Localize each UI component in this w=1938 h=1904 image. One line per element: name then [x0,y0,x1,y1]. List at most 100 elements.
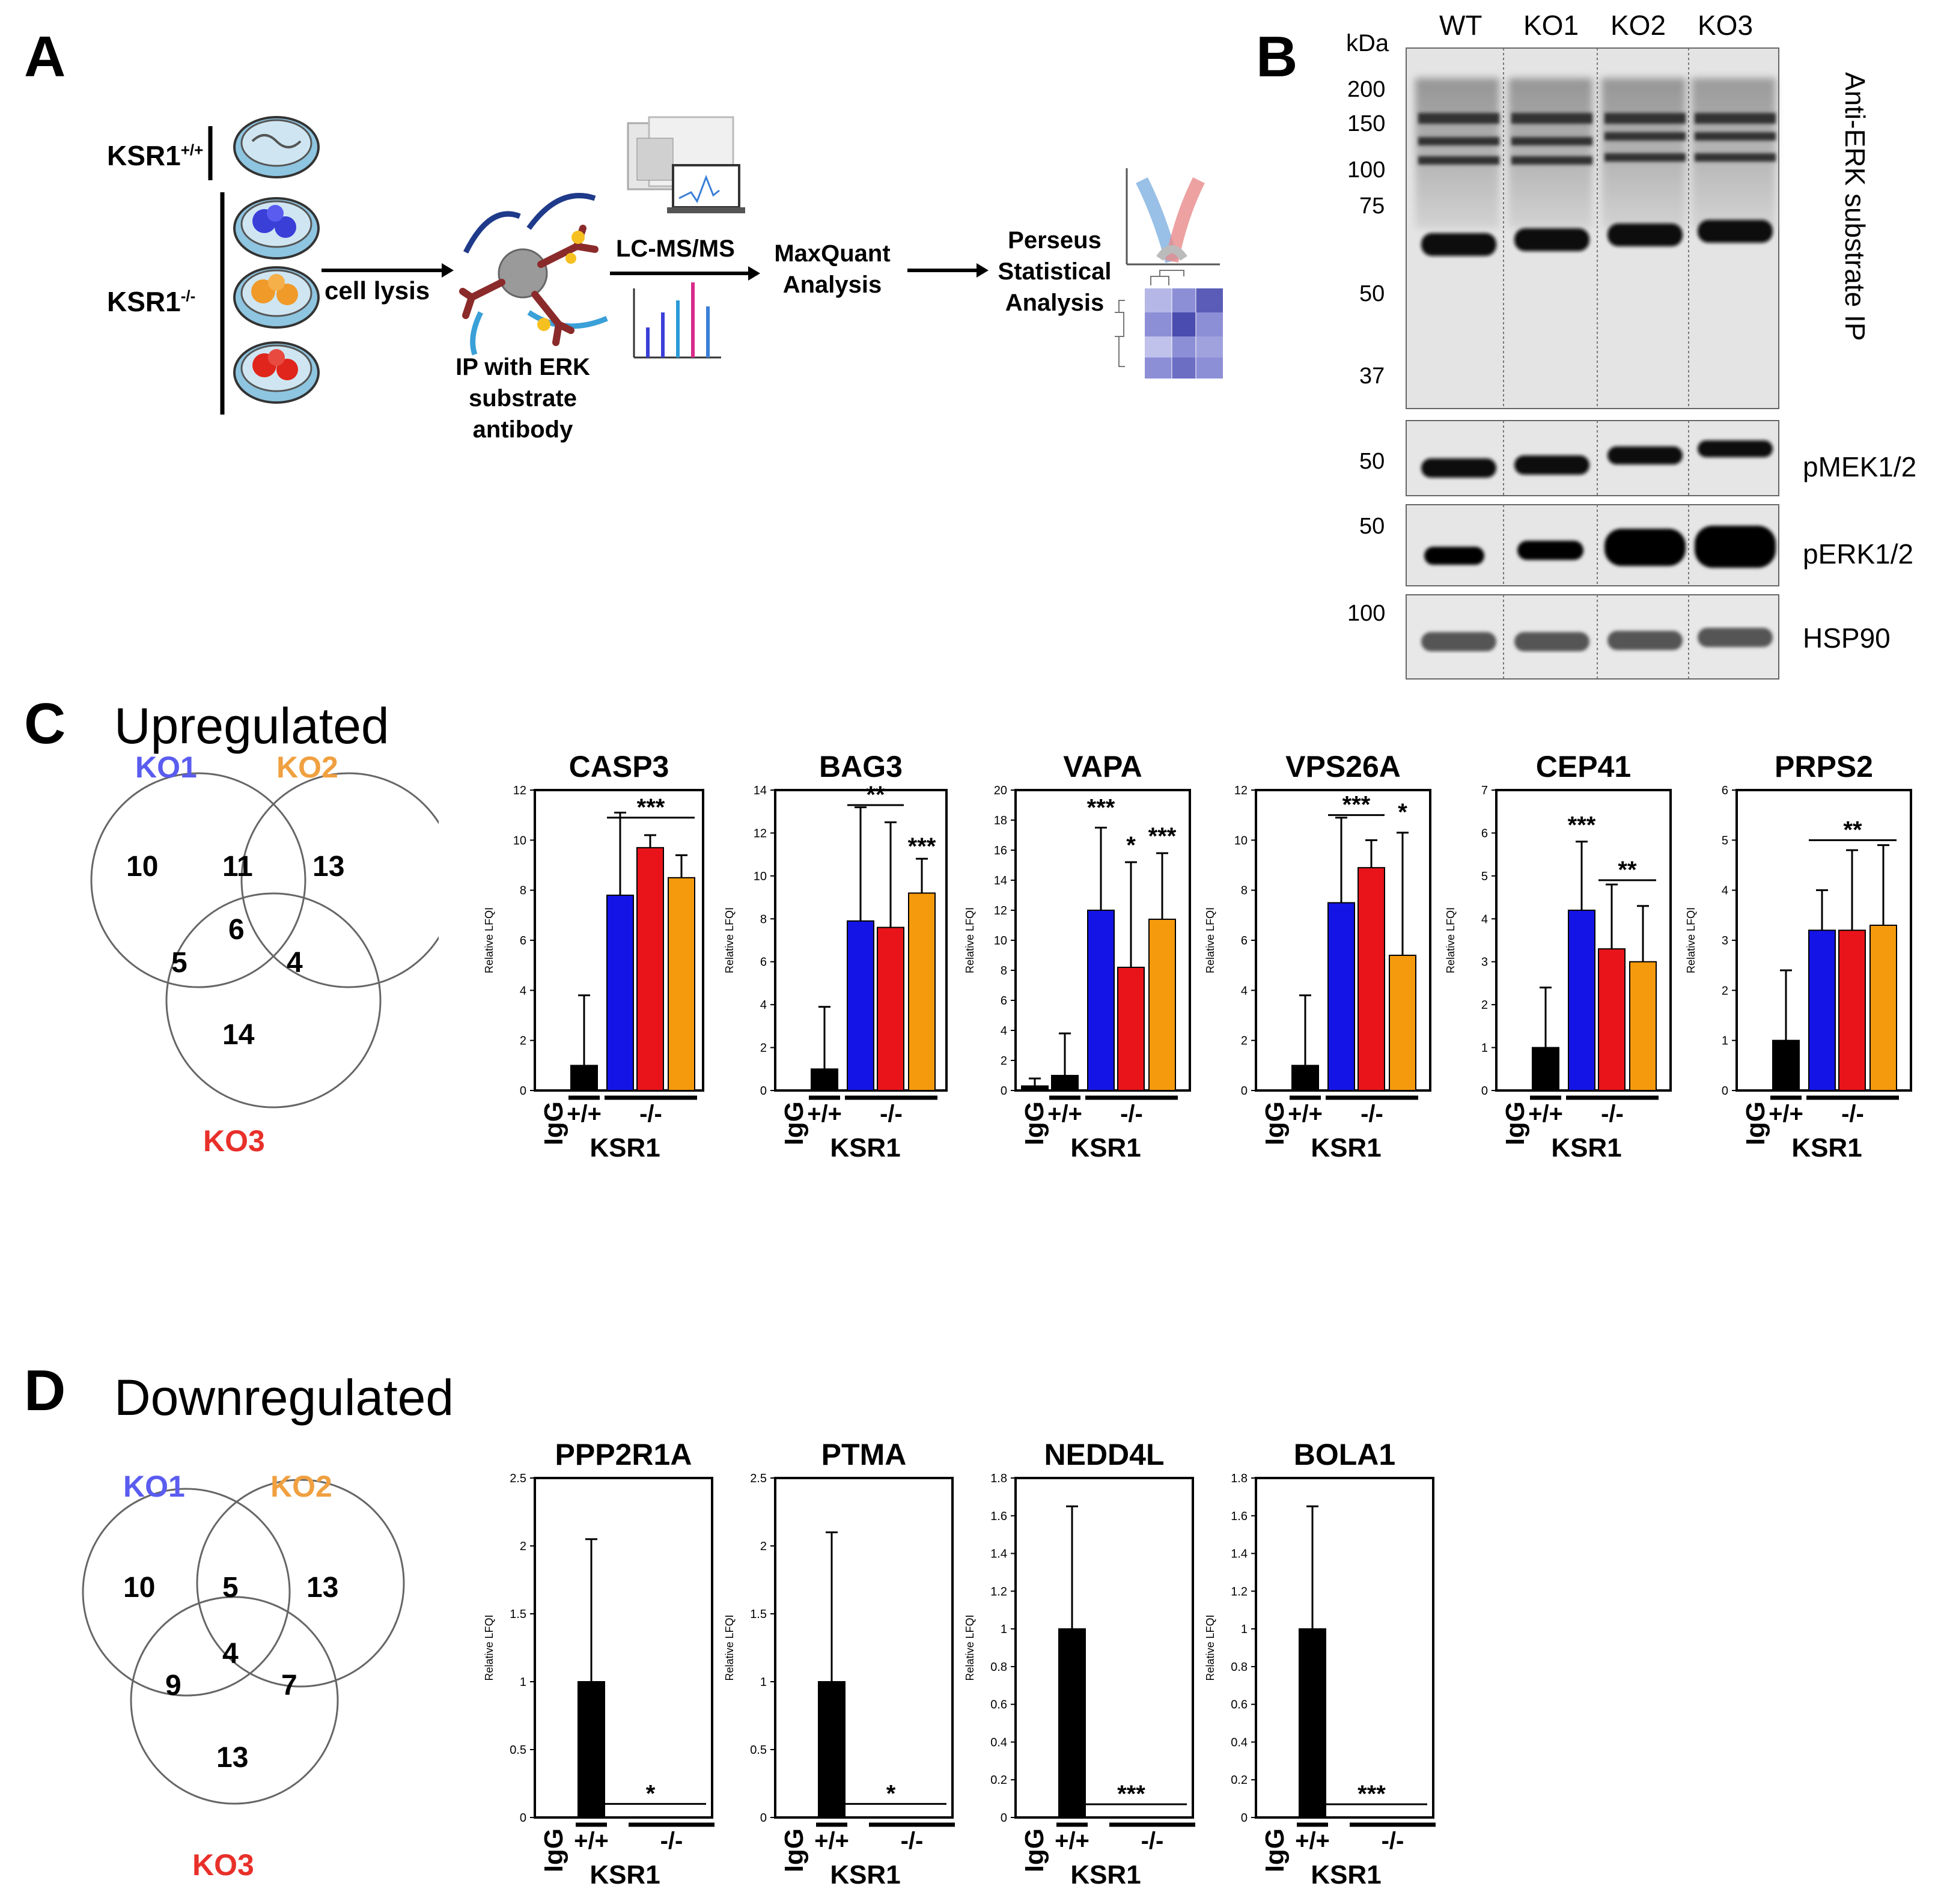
x-label-igg: IgG [539,1101,568,1145]
x-label-wt: +/+ [1047,1101,1082,1127]
x-label-gene: KSR1 [830,1133,900,1163]
significance-marker: *** [1568,812,1596,838]
ko3-dish-icon [233,341,320,404]
venn-up-ko2-ko3: 4 [287,947,303,979]
y-tick-label: 10 [754,870,767,883]
bar-4 [668,877,695,1092]
y-tick-label: 18 [994,814,1007,827]
ip-blot-membrane [1406,47,1779,409]
bar-0 [1021,1085,1049,1091]
y-axis-label: Relative LFQI [964,1614,976,1680]
panel-letter-d: D [24,1358,66,1423]
venn-circle-ko1 [90,772,306,988]
perseus-label: Perseus Statistical Analysis [986,225,1124,318]
y-tick-label: 0.6 [990,1699,1007,1712]
ksr1-wt-gene: KSR1 [107,140,181,171]
venn-up-ko1-ko2: 11 [222,851,253,883]
perseus-line-3: Analysis [1005,290,1105,316]
y-tick-label: 14 [754,784,767,797]
venn-circle-ko3 [130,1596,339,1805]
perseus-line-2: Statistical [998,258,1112,285]
lane-label-ko2: KO2 [1610,10,1666,41]
lane-label-ko3: KO3 [1698,10,1754,41]
y-tick-label: 1 [1241,1623,1248,1636]
marker-50: 50 [1359,281,1385,306]
y-tick-label: 1 [760,1676,767,1689]
x-label-igg: IgG [779,1101,809,1145]
y-tick-label: 1 [1481,1042,1488,1055]
ip-step-line-2: substrate [468,385,577,412]
significance-marker: ** [1843,817,1862,843]
bar-1 [1532,1047,1559,1091]
y-tick-label: 0 [1001,1084,1007,1098]
y-tick-label: 6 [1241,934,1248,947]
y-tick-label: 6 [1481,827,1488,840]
y-tick-label: 8 [760,913,767,926]
venn-circle-ko2 [196,1479,405,1688]
chart-frame [774,1477,954,1819]
bar-1 [1058,1628,1086,1818]
y-tick-label: 0.4 [1231,1736,1248,1749]
x-label-wt: +/+ [1295,1828,1330,1854]
y-tick-label: 1.5 [510,1608,526,1621]
perk-strip [1406,504,1779,586]
marker-100: 100 [1347,157,1386,183]
y-tick-label: 8 [1001,964,1007,978]
upregulated-title: Upregulated [114,698,389,754]
strip-label-pmek: pMEK1/2 [1803,451,1917,482]
significance-marker: *** [1342,792,1371,818]
venn-circle-ko1 [82,1488,291,1697]
perseus-line-1: Perseus [1008,227,1102,254]
volcano-plot-icon [1126,168,1220,266]
strip-marker-hsp90: 100 [1347,601,1386,626]
x-label-wt: +/+ [1055,1828,1089,1854]
strip-marker-perk: 50 [1359,514,1385,539]
venn-down-label-ko1: KO1 [123,1470,185,1503]
blot-image [1406,47,1779,680]
y-tick-label: 0.8 [1231,1661,1248,1674]
x-label-gene: KSR1 [1070,1860,1141,1890]
x-label-ko: -/- [1601,1101,1624,1127]
y-tick-label: 1.5 [750,1608,767,1621]
venn-down-label-ko2: KO2 [270,1470,332,1503]
venn-up-label-ko3: KO3 [203,1124,265,1158]
x-label-gene: KSR1 [1311,1133,1381,1163]
y-axis-label: Relative LFQI [1445,907,1457,973]
bar-3 [1358,867,1385,1091]
ip-step-label: IP with ERK substrate antibody [451,351,595,445]
y-tick-label: 20 [994,784,1007,797]
y-tick-label: 2 [1481,999,1488,1012]
y-tick-label: 12 [513,784,526,797]
y-tick-label: 0 [1241,1084,1248,1098]
chart-title: PRPS2 [1775,750,1873,783]
significance-marker: *** [1358,1781,1386,1807]
ksr1-wt-genotype: +/+ [180,141,204,159]
x-label-gene: KSR1 [590,1860,660,1890]
bar-2 [1808,929,1836,1092]
x-label-gene: KSR1 [1070,1133,1141,1163]
y-tick-label: 1.6 [990,1510,1007,1523]
ip-step-line-1: IP with ERK [456,354,590,380]
y-tick-label: 1.4 [990,1548,1007,1561]
venn-up-only-ko3: 14 [222,1019,255,1051]
bar-3 [1117,967,1145,1091]
significance-marker: * [1398,799,1407,826]
x-label-wt: +/+ [807,1101,842,1127]
strip-marker-pmek: 50 [1359,449,1385,474]
x-label-gene: KSR1 [590,1133,660,1163]
ko1-dish-icon [233,197,320,260]
y-tick-label: 0 [760,1811,767,1825]
x-label-ko: -/- [1382,1828,1404,1854]
arrow-icon-lysis [321,263,454,278]
x-label-igg: IgG [1020,1101,1049,1145]
y-tick-label: 6 [1001,994,1007,1008]
wt-dish-icon [233,116,320,178]
y-tick-label: 0.8 [990,1661,1007,1674]
y-axis-label: Relative LFQI [724,1614,736,1680]
y-tick-label: 3 [1481,956,1488,969]
x-label-igg: IgG [539,1828,568,1872]
chart-title: BAG3 [819,750,903,783]
x-label-wt: +/+ [1288,1101,1323,1127]
bar-3 [877,926,904,1091]
bar-3 [1598,948,1626,1092]
